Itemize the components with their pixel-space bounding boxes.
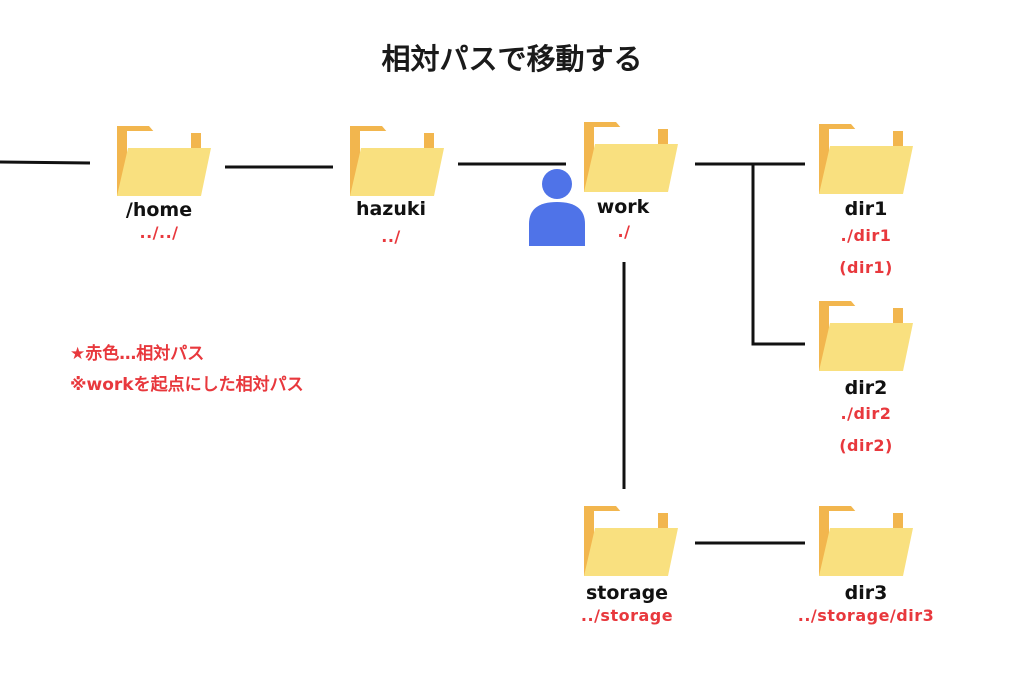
- node-home-name: /home: [125, 199, 193, 221]
- line-work-dir2: [751, 164, 805, 346]
- node-work-path: ./: [617, 222, 631, 241]
- node-dir1-path: ./dir1: [840, 226, 892, 245]
- node-dir1-alt: (dir1): [839, 258, 893, 277]
- folder-icon: [117, 126, 211, 196]
- node-dir2-name: dir2: [844, 377, 888, 399]
- folder-icon: [819, 506, 913, 576]
- node-home-path: ../../: [139, 223, 179, 242]
- node-dir2-alt: (dir2): [839, 436, 893, 455]
- folder-icon: [819, 124, 913, 194]
- legend-line-1: ★赤色…相対パス: [70, 344, 205, 364]
- folder-icon: [584, 122, 678, 192]
- node-work-name: work: [596, 196, 650, 218]
- node-storage-path: ../storage: [580, 606, 674, 625]
- node-hazuki-name: hazuki: [355, 198, 427, 220]
- user-icon: [529, 169, 585, 246]
- node-dir1-name: dir1: [844, 198, 888, 220]
- node-hazuki-path: ../: [381, 227, 401, 246]
- line-root-home: [0, 160, 91, 165]
- page-title: 相対パスで移動する: [381, 42, 643, 76]
- node-dir3-name: dir3: [844, 582, 888, 604]
- folder-icon: [350, 126, 444, 196]
- folder-icon: [819, 301, 913, 371]
- node-storage-name: storage: [585, 582, 669, 604]
- node-dir3-path: ../storage/dir3: [797, 606, 935, 625]
- legend-line-2: ※workを起点にした相対パス: [70, 375, 304, 395]
- folder-icon: [584, 506, 678, 576]
- node-dir2-path: ./dir2: [840, 404, 892, 423]
